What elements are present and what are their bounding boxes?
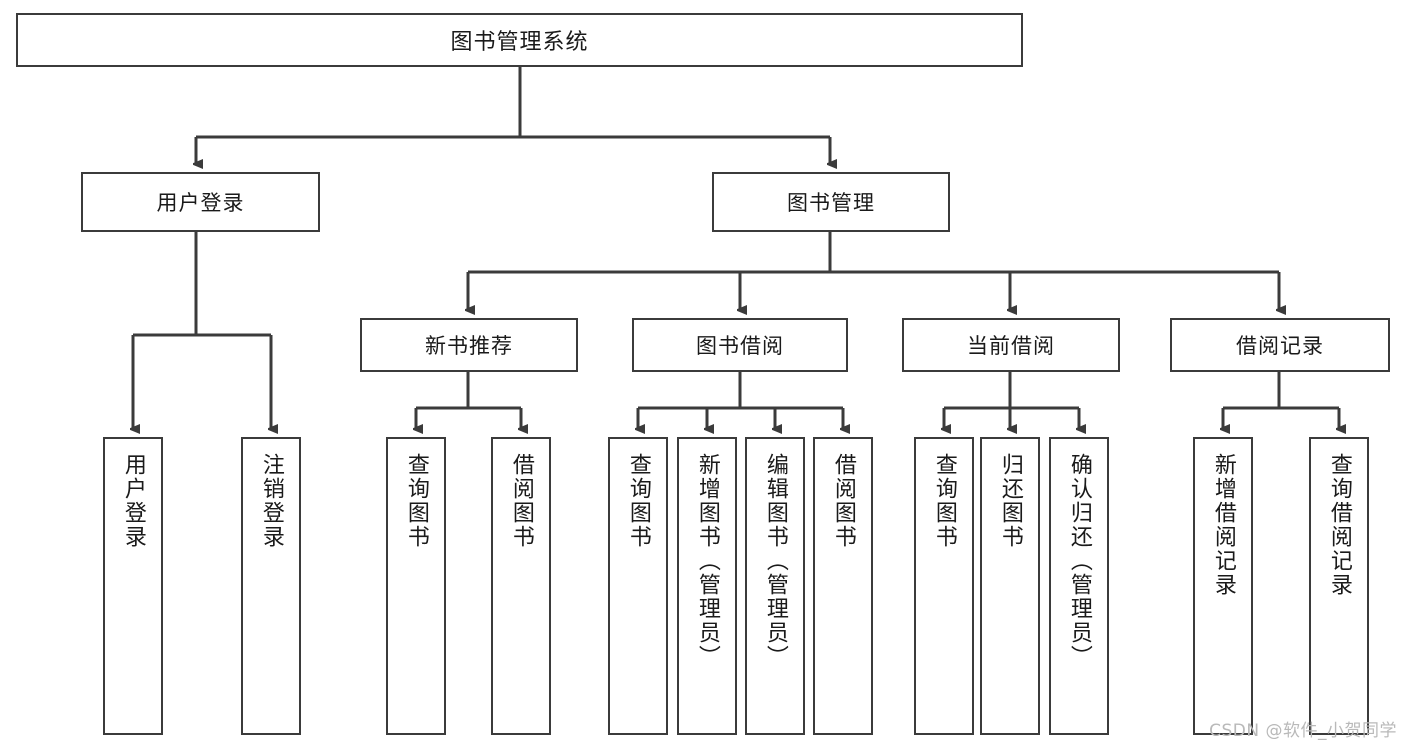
node-leaf-return-book[interactable]: 归还图书 <box>980 437 1040 735</box>
node-label: 图书借阅 <box>696 334 784 358</box>
node-leaf-edit-book-admin[interactable]: 编辑图书（管理员） <box>745 437 805 735</box>
node-leaf-query-book-borrowing[interactable]: 查询图书 <box>608 437 668 735</box>
node-label: 查询图书 <box>625 453 651 549</box>
csdn-watermark: CSDN @软件_小贺同学 <box>1209 721 1397 741</box>
node-leaf-user-login[interactable]: 用户登录 <box>103 437 163 735</box>
node-book-management[interactable]: 图书管理 <box>712 172 950 232</box>
node-label: 新增借阅记录 <box>1210 453 1236 597</box>
node-label: 归还图书 <box>997 453 1023 549</box>
node-leaf-confirm-return-admin[interactable]: 确认归还（管理员） <box>1049 437 1109 735</box>
node-label: 借阅图书 <box>830 453 856 549</box>
node-label: 图书管理 <box>787 191 875 215</box>
node-label: 借阅图书 <box>508 453 534 549</box>
node-label: 用户登录 <box>120 453 146 549</box>
node-leaf-add-book-admin[interactable]: 新增图书（管理员） <box>677 437 737 735</box>
node-label: 用户登录 <box>156 191 245 215</box>
node-current-borrowing[interactable]: 当前借阅 <box>902 318 1120 372</box>
node-label: 图书管理系统 <box>450 30 589 55</box>
node-leaf-add-borrow-record[interactable]: 新增借阅记录 <box>1193 437 1253 735</box>
node-label: 注销登录 <box>258 453 284 549</box>
node-label: 当前借阅 <box>967 334 1055 358</box>
node-book-borrowing[interactable]: 图书借阅 <box>632 318 848 372</box>
node-leaf-query-book-recommendation[interactable]: 查询图书 <box>386 437 446 735</box>
node-label: 新增图书（管理员） <box>694 453 720 669</box>
node-new-book-recommendation[interactable]: 新书推荐 <box>360 318 578 372</box>
node-leaf-logout[interactable]: 注销登录 <box>241 437 301 735</box>
node-user-login[interactable]: 用户登录 <box>81 172 320 232</box>
node-leaf-borrow-book[interactable]: 借阅图书 <box>813 437 873 735</box>
node-borrowing-record[interactable]: 借阅记录 <box>1170 318 1390 372</box>
node-leaf-borrow-book-recommendation[interactable]: 借阅图书 <box>491 437 551 735</box>
node-leaf-query-borrow-record[interactable]: 查询借阅记录 <box>1309 437 1369 735</box>
node-label: 查询借阅记录 <box>1326 453 1352 597</box>
node-label: 查询图书 <box>931 453 957 549</box>
node-label: 借阅记录 <box>1236 334 1324 358</box>
node-leaf-query-book-current[interactable]: 查询图书 <box>914 437 974 735</box>
node-label: 新书推荐 <box>425 334 513 358</box>
node-label: 编辑图书（管理员） <box>762 453 788 669</box>
node-label: 确认归还（管理员） <box>1066 453 1092 669</box>
node-root-book-management-system[interactable]: 图书管理系统 <box>16 13 1023 67</box>
node-label: 查询图书 <box>403 453 429 549</box>
